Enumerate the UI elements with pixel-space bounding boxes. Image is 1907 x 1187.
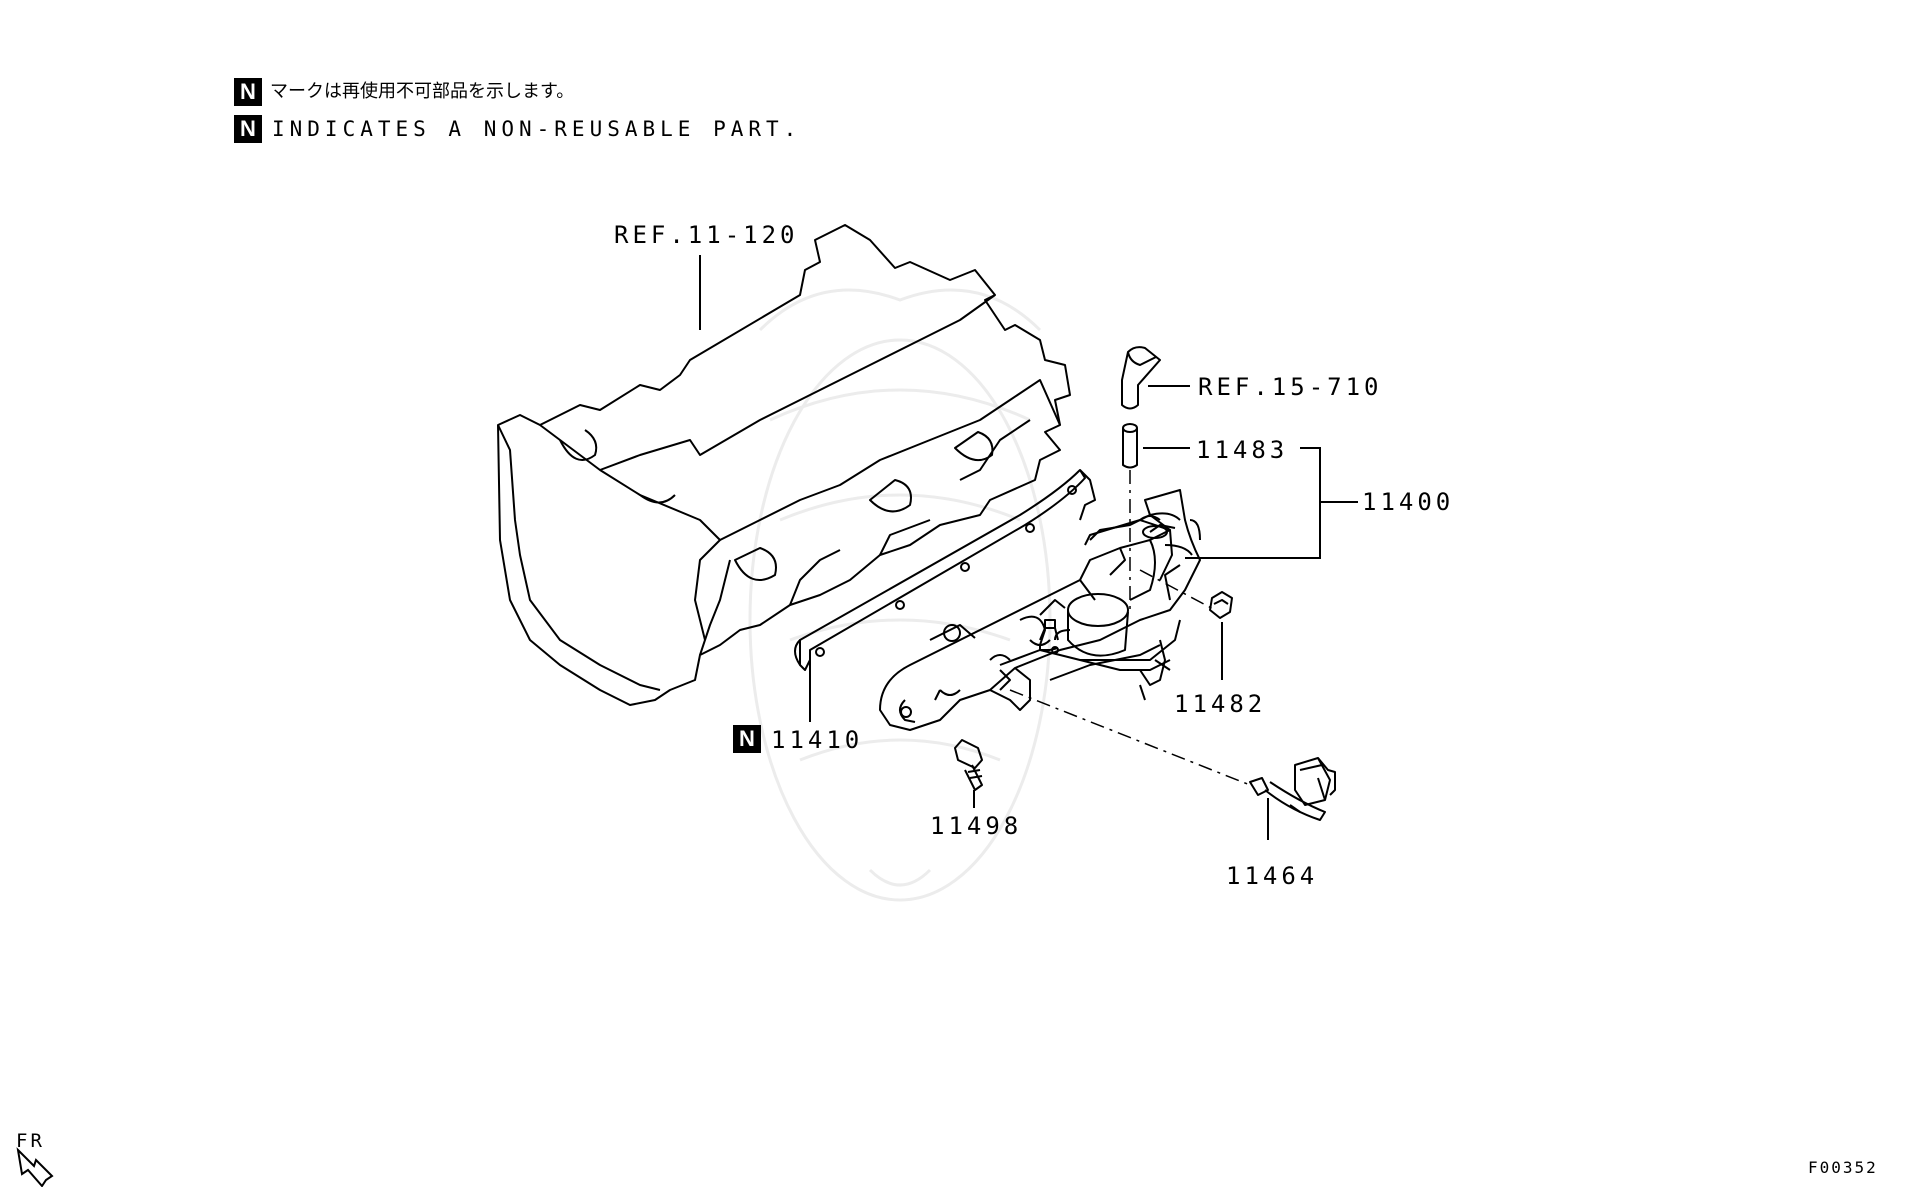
leader-lines	[699, 255, 1358, 840]
bolt-icon	[954, 739, 983, 791]
front-direction-arrow-icon	[16, 1147, 54, 1187]
cylinder-head-icon	[497, 224, 1071, 706]
legend-note-english: INDICATES A NON-REUSABLE PART.	[272, 117, 802, 141]
hose-icon	[1121, 346, 1161, 410]
figure-id: F00352	[1808, 1158, 1878, 1177]
ref-cylinder-head-label: REF.11-120	[614, 221, 799, 249]
water-outlet-assembly-icon	[879, 489, 1201, 731]
temperature-sensor-icon	[1249, 757, 1336, 821]
part-11400-label: 11400	[1362, 488, 1455, 516]
front-direction-label: FR	[16, 1130, 45, 1152]
ref-hose-label: REF.15-710	[1198, 373, 1383, 401]
gasket-icon	[794, 469, 1096, 671]
non-reusable-marker-icon: N	[234, 115, 262, 143]
part-11410-label: 11410	[771, 726, 864, 754]
legend-note-japanese: マークは再使用不可部品を示します。	[270, 81, 575, 102]
nut-icon	[1209, 591, 1233, 619]
part-11483-label: 11483	[1196, 436, 1289, 464]
part-11498-label: 11498	[930, 812, 1023, 840]
non-reusable-marker-icon: N	[234, 78, 262, 106]
assembly-lines	[1009, 470, 1251, 786]
part-11464-label: 11464	[1226, 862, 1319, 890]
pipe-icon	[1122, 423, 1138, 469]
part-11482-label: 11482	[1174, 690, 1267, 718]
non-reusable-marker-icon: N	[733, 725, 761, 753]
